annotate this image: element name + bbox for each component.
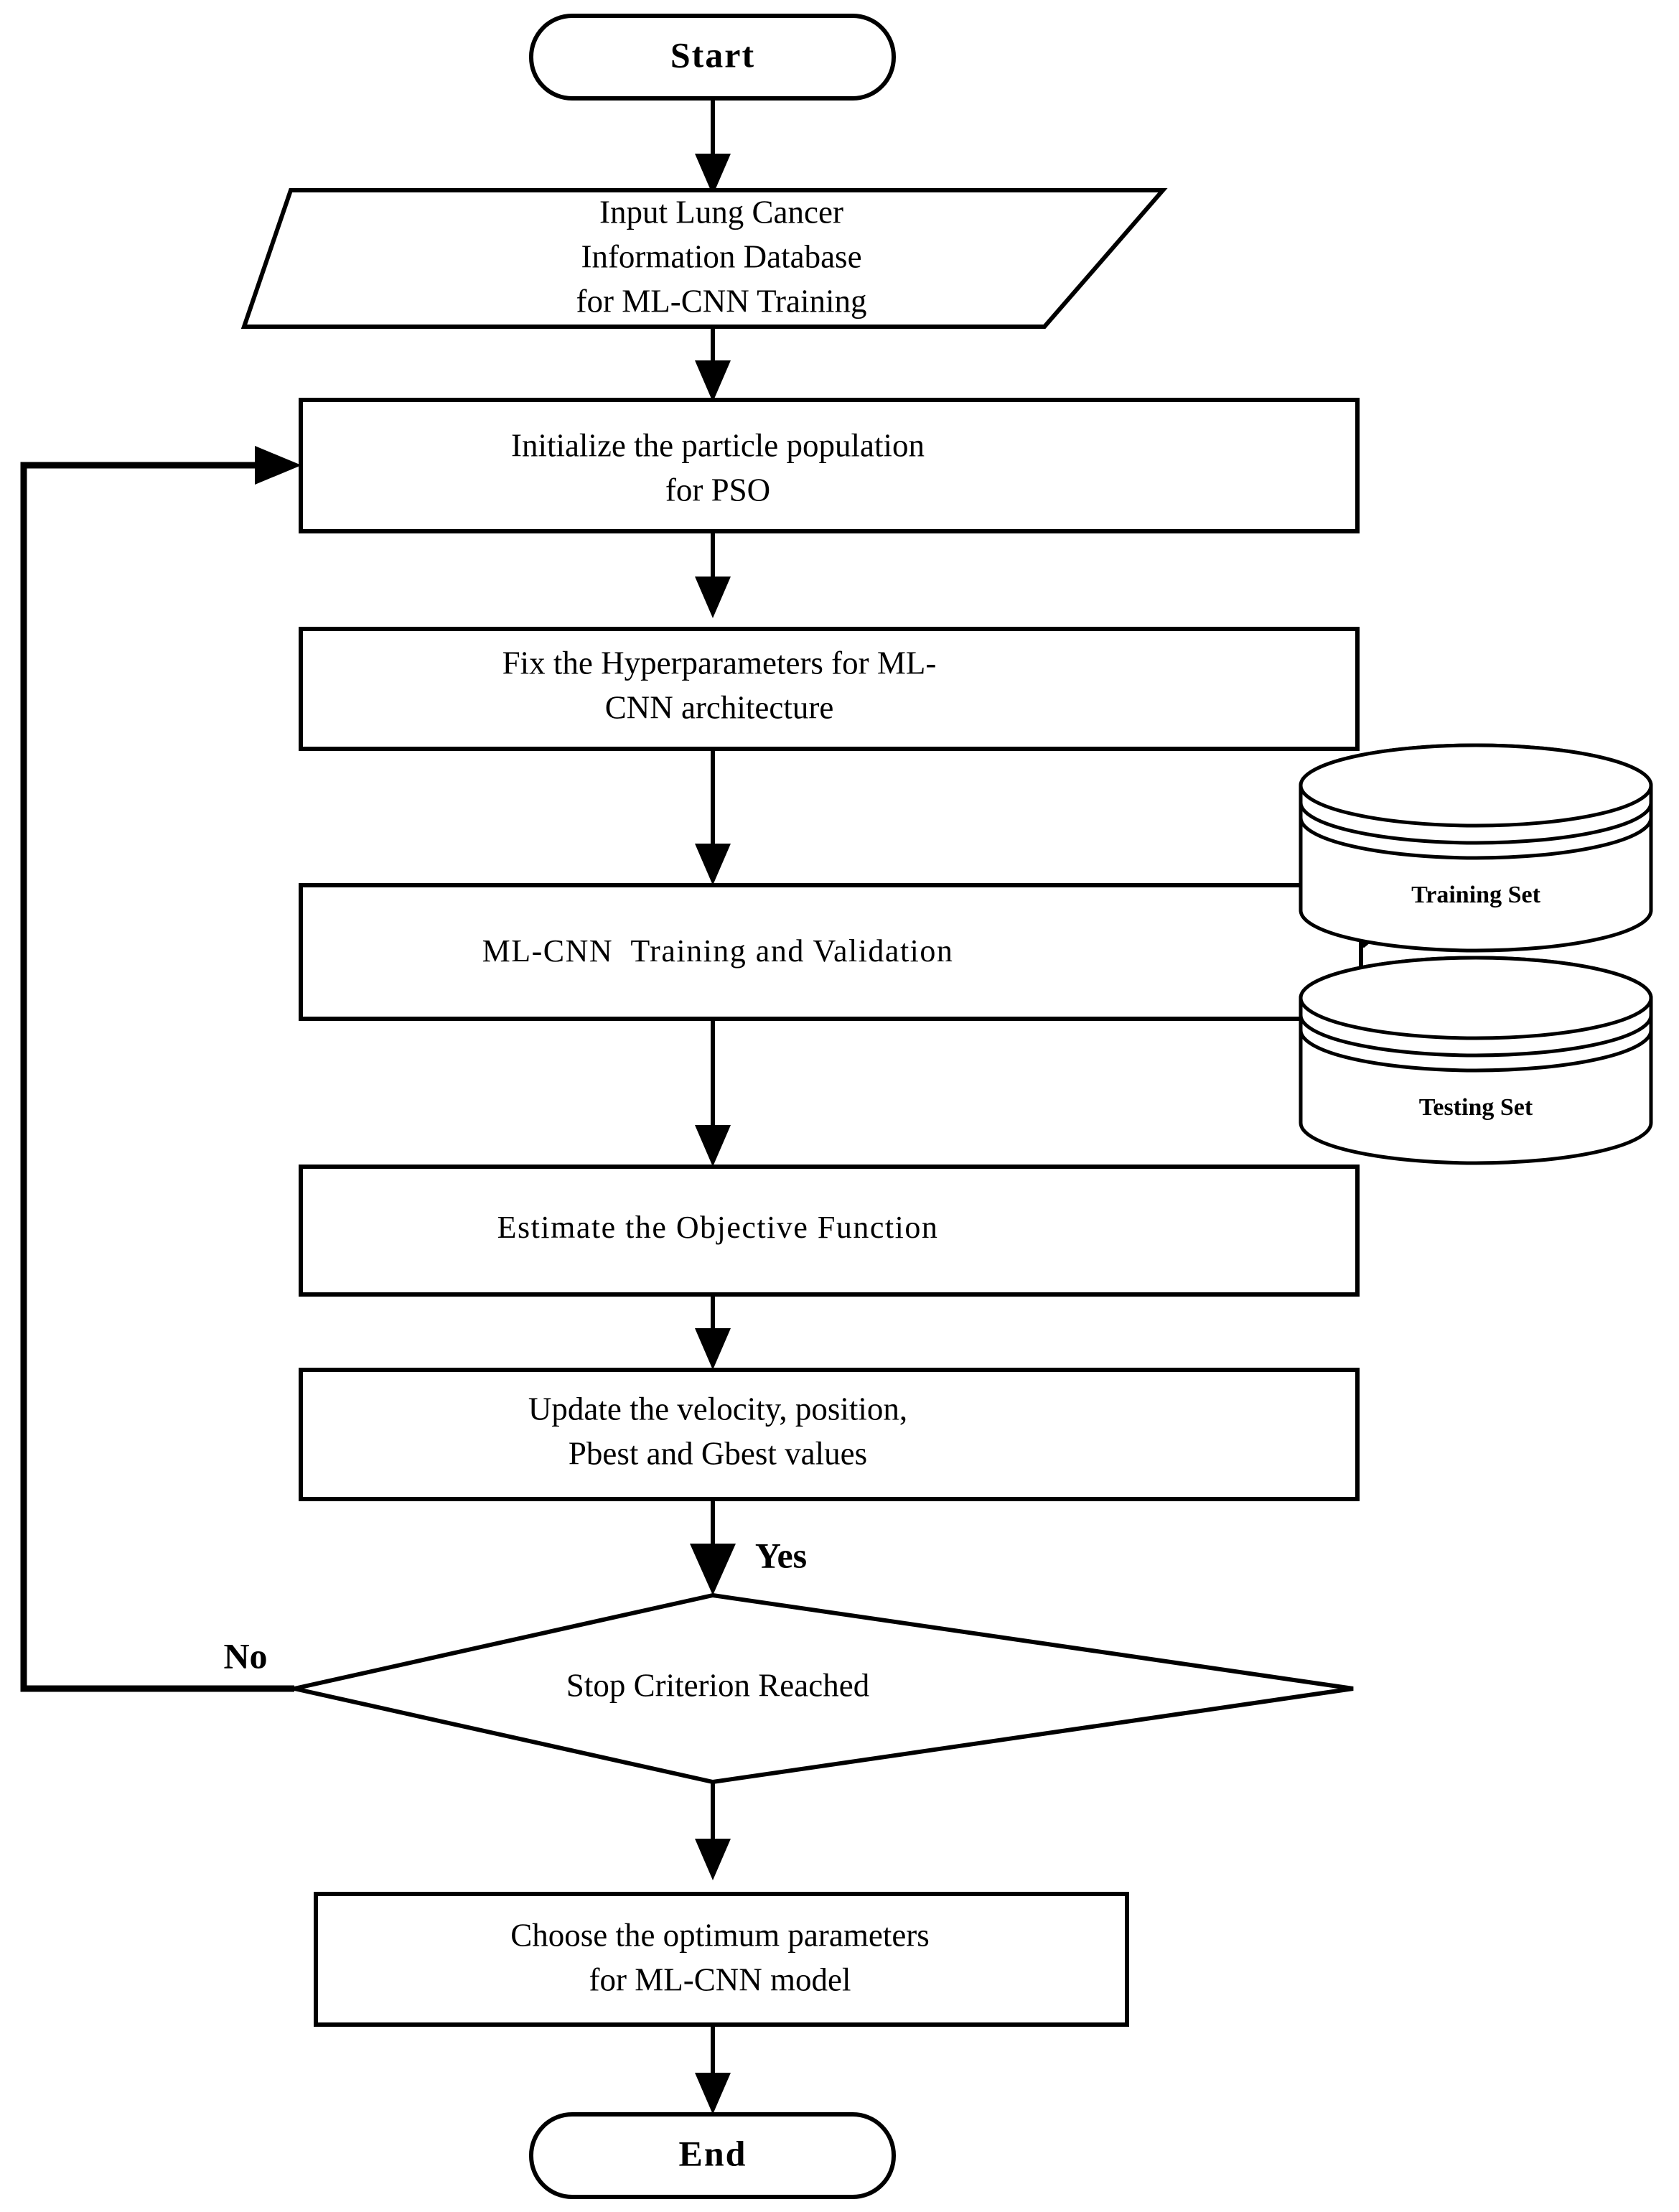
node-hyperparameters-line1: Fix the Hyperparameters for ML- bbox=[502, 645, 937, 681]
node-end[interactable]: End bbox=[529, 2112, 896, 2199]
connector-feedback-loop-no bbox=[20, 446, 301, 1692]
node-training-set-db[interactable]: Training Set bbox=[1299, 743, 1653, 953]
node-initialize-line2: for PSO bbox=[665, 472, 770, 508]
connector-initialize-to-hyperparameters bbox=[695, 531, 731, 618]
connector-training-to-objective bbox=[695, 1019, 731, 1167]
edge-label-yes: Yes bbox=[755, 1535, 807, 1575]
edge-label-no: No bbox=[223, 1635, 267, 1676]
node-hyperparameters-line2: CNN architecture bbox=[605, 689, 834, 725]
connector-start-to-input bbox=[695, 98, 731, 195]
node-training-validation-label: ML-CNN Training and Validation bbox=[482, 933, 954, 969]
node-start-label: Start bbox=[670, 34, 755, 75]
node-decision-label: Stop Criterion Reached bbox=[566, 1667, 869, 1703]
node-training-validation[interactable]: ML-CNN Training and Validation bbox=[299, 883, 1363, 1021]
node-update-line2: Pbest and Gbest values bbox=[569, 1435, 867, 1471]
node-objective-label: Estimate the Objective Function bbox=[497, 1210, 939, 1245]
node-choose-line2: for ML-CNN model bbox=[589, 1961, 851, 1997]
node-objective[interactable]: Estimate the Objective Function bbox=[299, 1165, 1360, 1297]
connector-input-to-initialize bbox=[695, 327, 731, 402]
node-input-line2: Information Database bbox=[581, 238, 861, 274]
connector-choose-to-end bbox=[695, 2025, 731, 2114]
node-initialize[interactable]: Initialize the particle population for P… bbox=[299, 398, 1360, 533]
node-initialize-line1: Initialize the particle population bbox=[511, 427, 925, 463]
node-hyperparameters[interactable]: Fix the Hyperparameters for ML- CNN arch… bbox=[299, 627, 1360, 751]
node-start[interactable]: Start bbox=[529, 14, 896, 101]
node-choose-line1: Choose the optimum parameters bbox=[510, 1917, 930, 1953]
node-input-data[interactable]: Input Lung Cancer Information Database f… bbox=[240, 188, 1168, 329]
node-input-line1: Input Lung Cancer bbox=[599, 194, 843, 230]
node-decision[interactable]: Stop Criterion Reached bbox=[294, 1592, 1354, 1785]
node-choose-optimum[interactable]: Choose the optimum parameters for ML-CNN… bbox=[314, 1892, 1129, 2027]
node-end-label: End bbox=[679, 2133, 747, 2173]
connector-decision-to-choose bbox=[695, 1781, 731, 1880]
node-input-line3: for ML-CNN Training bbox=[576, 283, 866, 319]
connector-update-to-decision bbox=[690, 1499, 736, 1595]
node-testing-set-label: Testing Set bbox=[1419, 1094, 1533, 1121]
connector-hyperparameters-to-training bbox=[695, 749, 731, 885]
node-update[interactable]: Update the velocity, position, Pbest and… bbox=[299, 1368, 1360, 1501]
node-testing-set-db[interactable]: Testing Set bbox=[1299, 956, 1653, 1165]
node-training-set-label: Training Set bbox=[1411, 882, 1540, 908]
node-update-line1: Update the velocity, position, bbox=[528, 1391, 907, 1427]
